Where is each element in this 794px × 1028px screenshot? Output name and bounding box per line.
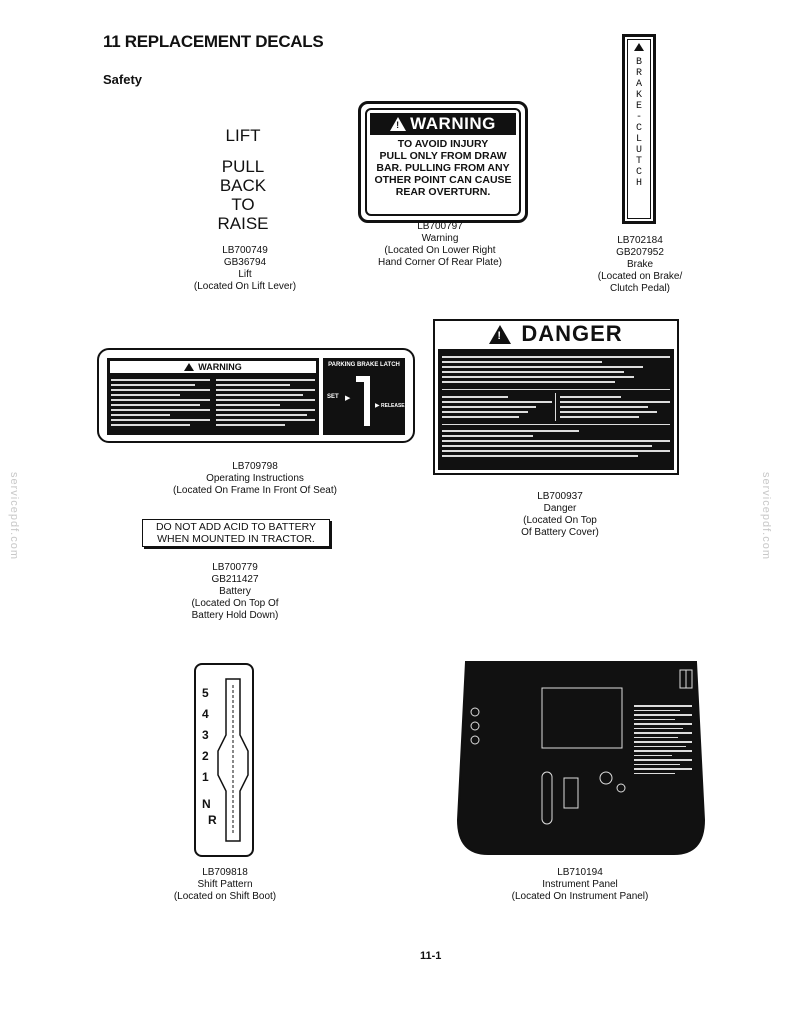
brake-clutch-decal: BRAKE-CLUTCH bbox=[622, 34, 656, 224]
decal-location: Battery Hold Down) bbox=[191, 610, 279, 621]
decal-location: (Located on Brake/ bbox=[597, 271, 683, 282]
operating-warning-header: WARNING bbox=[110, 361, 316, 373]
arrow-right-icon: ▶ bbox=[345, 395, 351, 402]
part-number: LB702184 bbox=[617, 235, 663, 246]
operating-caption: LB709798 Operating Instructions (Located… bbox=[150, 461, 360, 497]
decal-name: Warning bbox=[421, 233, 459, 244]
decal-location: Hand Corner Of Rear Plate) bbox=[378, 257, 502, 268]
decal-location: (Located On Lift Lever) bbox=[193, 281, 297, 292]
part-number: LB700749 bbox=[222, 245, 268, 256]
lift-line-5: RAISE bbox=[217, 214, 269, 233]
danger-decal: ! DANGER bbox=[433, 319, 679, 475]
gear-label: 4 bbox=[202, 707, 209, 721]
decal-name: Operating Instructions bbox=[206, 473, 304, 484]
set-label: SET bbox=[327, 394, 339, 400]
part-number: LB700779 bbox=[212, 562, 258, 573]
warning-header: ! WARNING bbox=[370, 113, 516, 135]
decal-name: Battery bbox=[219, 586, 251, 597]
brake-caption: LB702184 GB207952 Brake (Located on Brak… bbox=[580, 235, 700, 295]
gear-label: 1 bbox=[202, 770, 209, 784]
decal-location: Of Battery Cover) bbox=[521, 527, 599, 538]
warning-line: BAR. PULLING FROM ANY bbox=[376, 162, 510, 174]
lift-line-1: LIFT bbox=[225, 126, 261, 145]
watermark-right: servicepdf.com bbox=[759, 472, 772, 560]
panel-caption: LB710194 Instrument Panel (Located On In… bbox=[490, 867, 670, 903]
decal-name: Shift Pattern bbox=[197, 879, 253, 890]
decal-location: (Located On Lower Right bbox=[384, 245, 496, 256]
battery-decal: DO NOT ADD ACID TO BATTERY WHEN MOUNTED … bbox=[142, 519, 330, 547]
decal-location: (Located On Top bbox=[523, 515, 597, 526]
gear-label: 2 bbox=[202, 749, 209, 763]
section-title: Safety bbox=[103, 72, 143, 87]
part-number-alt: GB207952 bbox=[616, 247, 664, 258]
warning-decal: ! WARNING TO AVOID INJURY PULL ONLY FROM… bbox=[358, 101, 528, 223]
page-title: 11 REPLACEMENT DECALS bbox=[103, 32, 324, 51]
page-number: 11-1 bbox=[420, 950, 442, 962]
lift-decal: LIFT PULL BACK TO RAISE bbox=[200, 126, 286, 233]
battery-line: DO NOT ADD ACID TO BATTERY bbox=[155, 521, 317, 533]
gear-labels: 5 4 3 2 1 N R bbox=[202, 683, 217, 828]
battery-line: WHEN MOUNTED IN TRACTOR. bbox=[157, 533, 315, 545]
gear-label: 3 bbox=[202, 728, 209, 742]
part-number: LB700937 bbox=[537, 491, 583, 502]
latch-lever-icon bbox=[356, 376, 370, 426]
warning-line: REAR OVERTURN. bbox=[395, 186, 491, 198]
lift-line-4: TO bbox=[231, 195, 255, 214]
panel-instructions bbox=[634, 702, 692, 777]
shift-gate-diagram bbox=[217, 678, 249, 842]
lift-line-2: PULL bbox=[221, 157, 265, 176]
instrument-panel-decal bbox=[456, 660, 706, 856]
decal-name: Lift bbox=[238, 269, 252, 280]
release-label: RELEASE bbox=[381, 403, 405, 409]
gear-label: 5 bbox=[202, 686, 209, 700]
shift-caption: LB709818 Shift Pattern (Located on Shift… bbox=[155, 867, 295, 903]
warning-line: PULL ONLY FROM DRAW bbox=[379, 150, 507, 162]
warning-triangle-icon bbox=[184, 363, 195, 371]
danger-caption: LB700937 Danger (Located On Top Of Batte… bbox=[490, 491, 630, 539]
lift-line-3: BACK bbox=[219, 176, 267, 195]
decal-name: Instrument Panel bbox=[542, 879, 618, 890]
decal-name: Danger bbox=[543, 503, 577, 514]
decal-location: (Located On Instrument Panel) bbox=[511, 891, 649, 902]
brake-clutch-text: BRAKE-CLUTCH bbox=[635, 57, 642, 189]
watermark-left: servicepdf.com bbox=[7, 472, 20, 560]
parking-brake-latch-panel: PARKING BRAKE LATCH SET ▶ ▶ RELEASE bbox=[323, 358, 405, 435]
operating-warning-text: WARNING bbox=[198, 362, 242, 372]
operating-warning-panel: WARNING bbox=[107, 358, 319, 435]
battery-caption: LB700779 GB211427 Battery (Located On To… bbox=[160, 562, 310, 622]
warning-caption: LB700797 Warning (Located On Lower Right… bbox=[360, 221, 520, 269]
part-number: LB709798 bbox=[232, 461, 278, 472]
shift-pattern-decal: 5 4 3 2 1 N R bbox=[194, 663, 254, 857]
decal-location: (Located on Shift Boot) bbox=[173, 891, 277, 902]
arrow-up-icon bbox=[634, 43, 644, 51]
part-number: LB700797 bbox=[417, 221, 463, 232]
warning-triangle-icon: ! bbox=[390, 117, 407, 131]
gear-label: R bbox=[208, 813, 217, 827]
warning-header-text: WARNING bbox=[410, 114, 496, 133]
part-number: LB709818 bbox=[202, 867, 248, 878]
lift-caption: LB700749 GB36794 Lift (Located On Lift L… bbox=[170, 245, 320, 293]
danger-header: ! DANGER bbox=[435, 321, 677, 347]
gear-label: N bbox=[202, 797, 211, 811]
part-number-alt: GB36794 bbox=[223, 257, 267, 268]
operating-instructions-decal: WARNING PARKING BRAKE LATCH SET ▶ bbox=[97, 348, 415, 443]
danger-triangle-icon: ! bbox=[489, 324, 512, 344]
decal-location: (Located On Top Of bbox=[191, 598, 279, 609]
decal-location: (Located On Frame In Front Of Seat) bbox=[173, 485, 337, 496]
part-number: LB710194 bbox=[557, 867, 603, 878]
danger-body-panel bbox=[438, 349, 674, 470]
warning-line: OTHER POINT CAN CAUSE bbox=[374, 174, 512, 186]
decal-name: Brake bbox=[626, 259, 654, 270]
warning-line: TO AVOID INJURY bbox=[397, 138, 489, 150]
latch-title: PARKING BRAKE LATCH bbox=[328, 362, 400, 368]
part-number-alt: GB211427 bbox=[211, 574, 259, 585]
arrow-right-icon: ▶ bbox=[375, 403, 380, 409]
decal-location: Clutch Pedal) bbox=[609, 283, 671, 294]
danger-header-text: DANGER bbox=[521, 321, 623, 346]
